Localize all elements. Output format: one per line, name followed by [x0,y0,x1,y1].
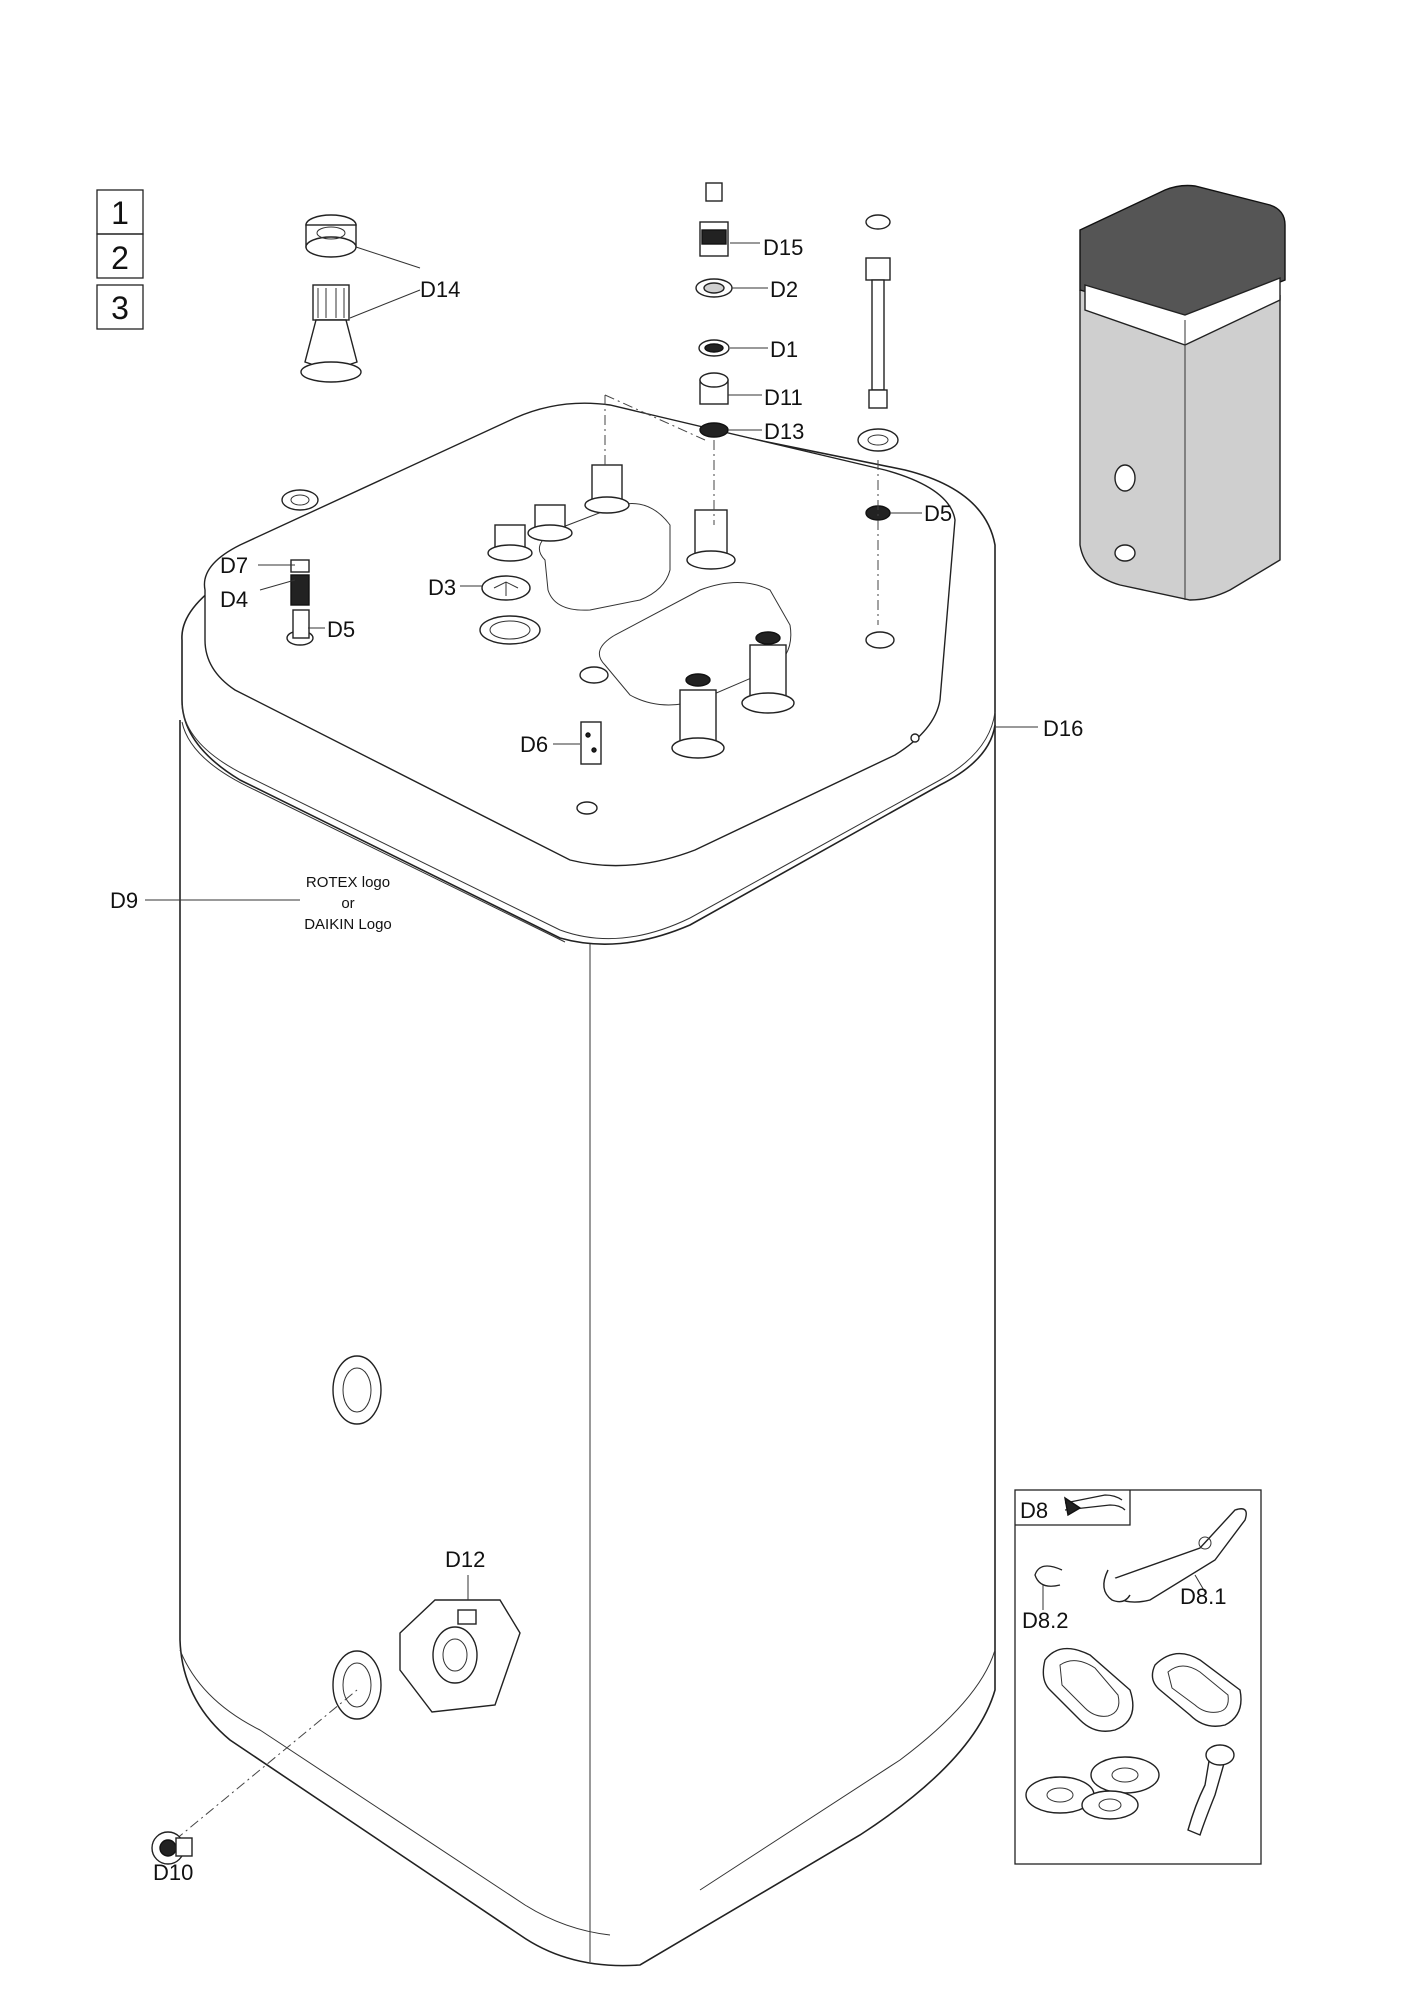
label-d5-left: D5 [327,617,355,642]
logo-note: ROTEX logo or DAIKIN Logo [304,874,392,933]
label-d13: D13 [764,419,804,444]
pliers-icon [1064,1494,1126,1517]
center-stack [695,182,733,525]
label-d8: D8 [1020,1498,1048,1523]
page-tab-2-label: 2 [111,240,129,276]
storage-tank-icon [179,402,996,1967]
page-tab-1[interactable]: 1 [96,189,144,235]
d10-plug [151,1831,193,1865]
label-d9: D9 [110,888,138,913]
label-d3: D3 [428,575,456,600]
label-d11: D11 [764,385,803,410]
right-stack [857,214,899,625]
label-d10: D10 [153,1860,193,1885]
logo-note-line3: DAIKIN Logo [304,916,392,933]
label-d5-right: D5 [924,501,952,526]
page-tab-3-bg [96,284,144,330]
label-d7: D7 [220,553,248,578]
heat-pump-unit-icon [1079,184,1286,601]
label-d8-1: D8.1 [1180,1584,1226,1609]
label-d4: D4 [220,587,248,612]
lid-fittings [281,464,895,815]
label-d16: D16 [1043,716,1083,741]
side-ports [332,1355,521,1720]
page-tab-3[interactable]: 3 [96,284,144,330]
label-d15: D15 [763,235,803,260]
logo-note-line2: or [341,895,354,912]
leader-lines [145,242,1206,1610]
label-d12: D12 [445,1547,485,1572]
page-tab-1-label: 1 [111,195,129,231]
part-labels: D14 D15 D2 D1 D11 D13 D5 D7 D4 D5 D3 D6 … [110,235,1226,1885]
label-d2: D2 [770,277,798,302]
label-d14: D14 [420,277,460,302]
logo-note-line1: ROTEX logo [306,874,390,891]
label-d8-2: D8.2 [1022,1608,1068,1633]
label-d6: D6 [520,732,548,757]
label-d1: D1 [770,337,798,362]
d8-accessory-box [1014,1489,1262,1865]
page-selector: 1 2 3 [96,189,144,330]
page-tab-2[interactable]: 2 [96,233,144,279]
page-tab-3-label: 3 [111,290,129,326]
d14-fitting [300,214,362,383]
